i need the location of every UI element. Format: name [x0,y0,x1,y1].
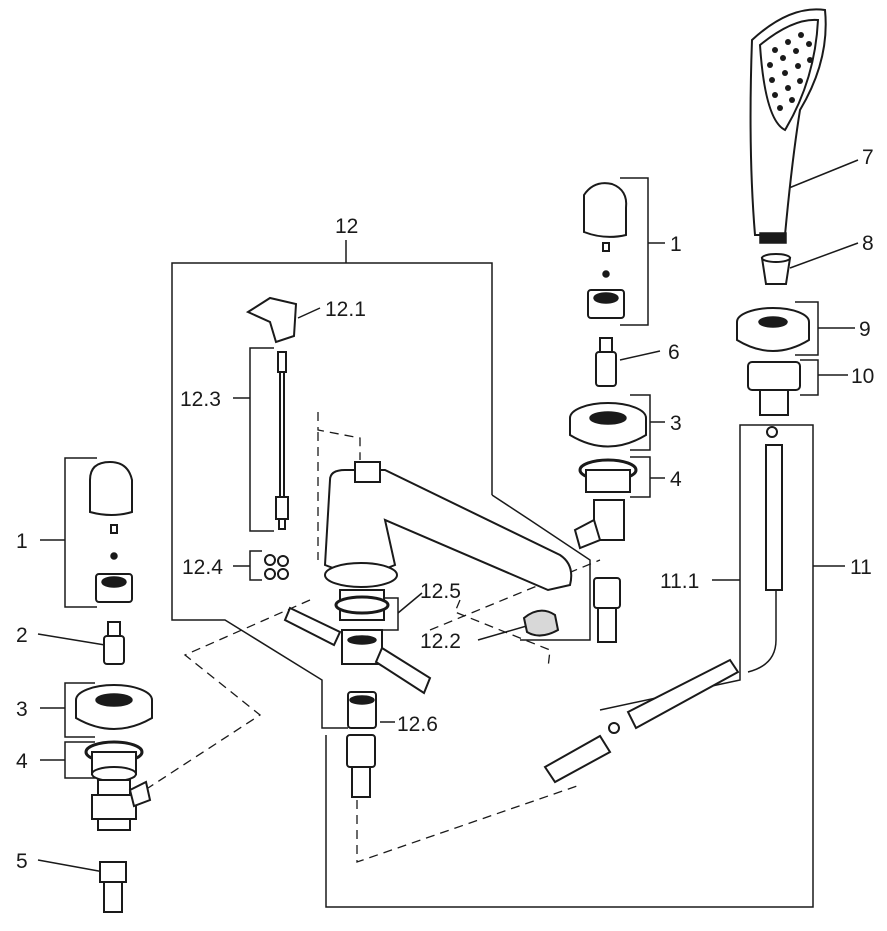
aerator [522,609,560,637]
label-3-right: 3 [670,412,682,435]
label-7: 7 [862,146,874,169]
right-handle-knob [583,182,628,238]
label-9: 9 [859,318,871,341]
label-2: 2 [16,624,28,647]
lever-handle [245,296,298,344]
right-valve-assembly [569,182,647,550]
label-6: 6 [668,341,680,364]
part-labels: 12 12.1 12.3 12.4 12.5 12.2 12.6 1 2 3 4… [16,146,874,873]
label-11: 11 [850,556,872,579]
label-12-1: 12.1 [325,298,366,321]
label-3-left: 3 [16,698,28,721]
label-4-right: 4 [670,468,682,491]
hand-shower-assembly [736,8,827,591]
label-1-right: 1 [670,233,682,256]
label-10: 10 [851,365,874,388]
label-11-1: 11.1 [660,570,699,593]
label-12-3: 12.3 [180,388,221,411]
left-handle-knob [89,460,133,516]
label-5: 5 [16,850,28,873]
hose-fittings [543,658,740,784]
label-8: 8 [862,232,874,255]
label-12: 12 [335,215,358,238]
left-valve-assembly [75,460,153,913]
label-4-left: 4 [16,750,28,773]
label-12-6: 12.6 [397,713,438,736]
label-12-5: 12.5 [420,580,461,603]
label-1-left: 1 [16,530,28,553]
bracket-lines [37,159,859,908]
label-12-2: 12.2 [420,630,461,653]
label-12-4: 12.4 [182,556,223,579]
center-spout-assembly [245,296,621,798]
